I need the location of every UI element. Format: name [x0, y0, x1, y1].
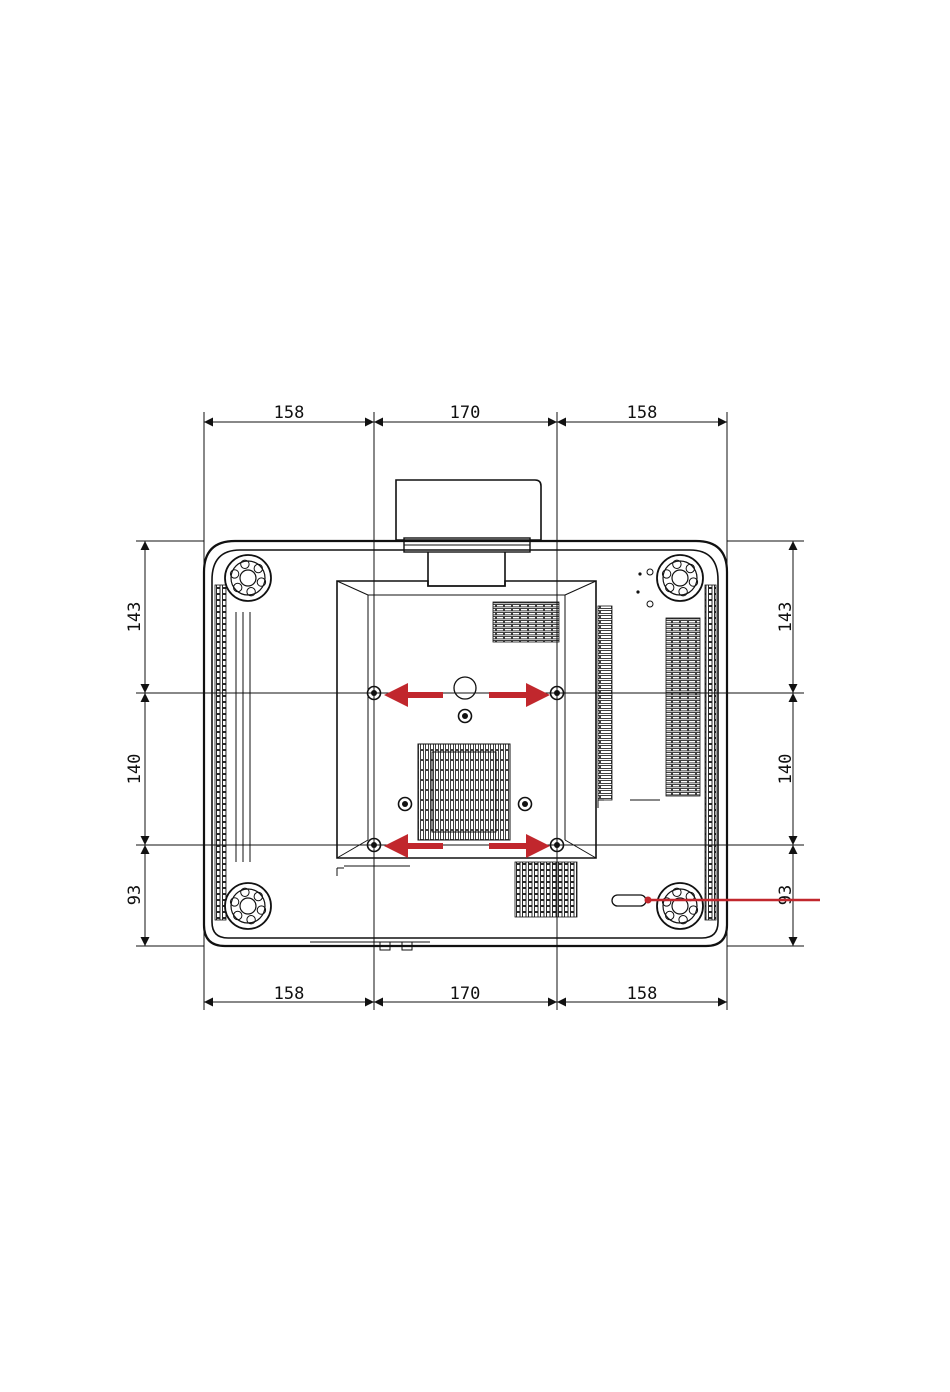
arrowhead-icon [141, 836, 150, 845]
arrowhead-icon [141, 541, 150, 550]
arrowhead-icon [718, 418, 727, 427]
red-arrow-icon [489, 683, 550, 707]
arrowhead-icon [789, 693, 798, 702]
arrowhead-icon [374, 998, 383, 1007]
mount-screw-icon [399, 798, 412, 811]
dim-right-middle: 140 [776, 754, 796, 785]
arrowhead-icon [789, 541, 798, 550]
dim-top-left: 158 [274, 403, 305, 423]
dim-left-bottom: 93 [125, 885, 145, 905]
adjustable-foot-icon [657, 555, 703, 601]
dim-bottom-right: 158 [627, 984, 658, 1004]
arrowhead-icon [789, 845, 798, 854]
arrowhead-icon [789, 937, 798, 946]
arrowhead-icon [789, 836, 798, 845]
arrowhead-icon [557, 418, 566, 427]
mount-screw-icon [459, 710, 472, 723]
arrowhead-icon [141, 937, 150, 946]
adjustable-foot-icon [225, 883, 271, 929]
arrowhead-icon [548, 998, 557, 1007]
red-arrow-icon [384, 683, 443, 707]
arrowhead-icon [365, 418, 374, 427]
dim-right-top: 143 [776, 602, 796, 633]
arrowhead-icon [141, 845, 150, 854]
arrowhead-icon [204, 998, 213, 1007]
dim-right-bottom: 93 [776, 885, 796, 905]
arrowhead-icon [548, 418, 557, 427]
adjustable-foot-icon [225, 555, 271, 601]
arrowhead-icon [204, 418, 213, 427]
arrowhead-icon [718, 998, 727, 1007]
security-slot [612, 895, 646, 906]
arrowhead-icon [789, 684, 798, 693]
dim-bottom-center: 170 [450, 984, 481, 1004]
arrowhead-icon [141, 684, 150, 693]
dim-top-right: 158 [627, 403, 658, 423]
dim-left-top: 143 [125, 602, 145, 633]
dim-bottom-left: 158 [274, 984, 305, 1004]
dim-left-middle: 140 [125, 754, 145, 785]
adjustable-foot-icon [657, 883, 703, 929]
arrowhead-icon [374, 418, 383, 427]
dim-top-center: 170 [450, 403, 481, 423]
mount-screw-icon [519, 798, 532, 811]
lens-housing [396, 480, 541, 586]
callout-dot [645, 897, 652, 904]
adjustable-feet [225, 555, 703, 929]
arrowhead-icon [557, 998, 566, 1007]
arrowhead-icon [365, 998, 374, 1007]
arrowhead-icon [141, 693, 150, 702]
